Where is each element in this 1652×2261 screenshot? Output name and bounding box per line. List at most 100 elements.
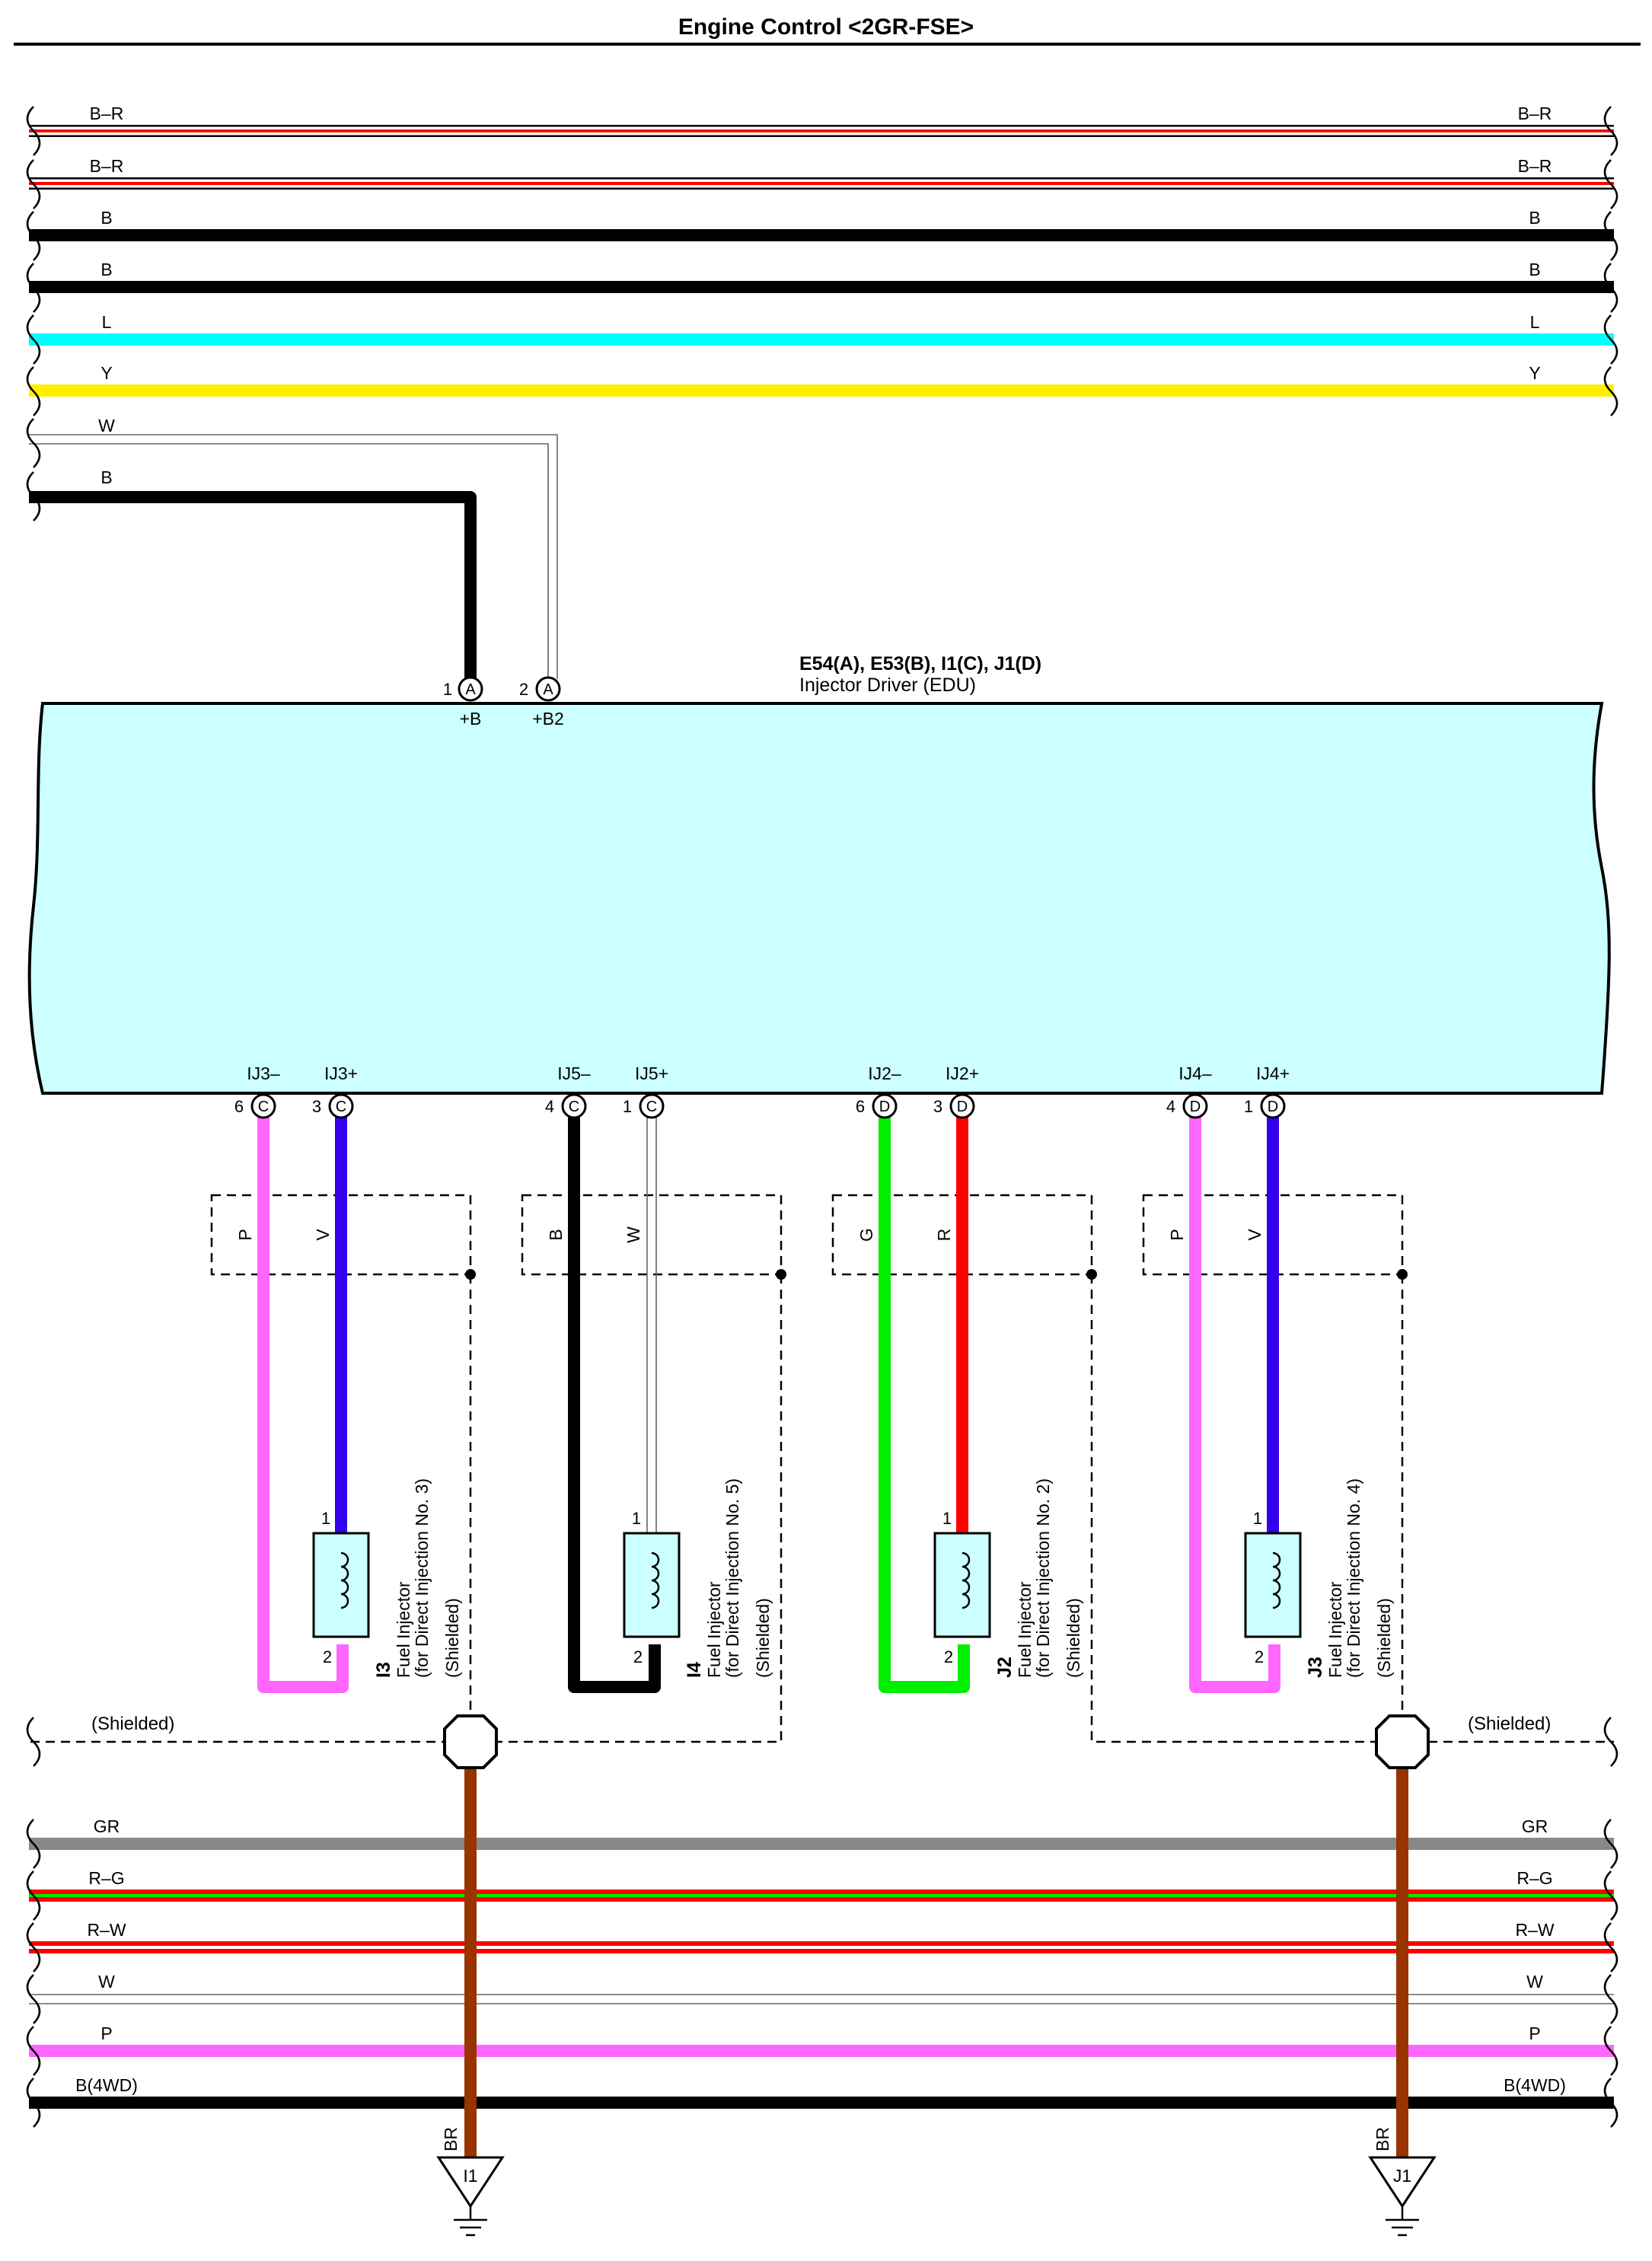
bottom-wire-label-right: W bbox=[1526, 1972, 1543, 1992]
wire-color-label: R bbox=[934, 1229, 954, 1242]
top-wire-label-right: B bbox=[1529, 260, 1540, 279]
pin-signal: IJ2+ bbox=[946, 1064, 979, 1083]
break-marks-left bbox=[26, 106, 41, 521]
injector-i3: P V 1 2 I3 Fuel Injector (for Direct Inj… bbox=[210, 1108, 476, 1693]
bottom-wire-label-left: B(4WD) bbox=[75, 2075, 138, 2095]
pin-signal: +B bbox=[460, 709, 482, 729]
pin-number: 6 bbox=[234, 1097, 244, 1116]
edu-pin-ij4-minus: D 4 IJ4– bbox=[1166, 1064, 1212, 1119]
injector-name: Fuel Injector bbox=[1325, 1581, 1345, 1678]
pin-letter: C bbox=[336, 1099, 346, 1115]
injector-id: I4 bbox=[684, 1662, 705, 1678]
bottom-wire-label-left: GR bbox=[94, 1816, 120, 1836]
injector-shield-note: (Shielded) bbox=[442, 1598, 462, 1678]
top-wire-label-right: B–R bbox=[1518, 104, 1552, 123]
top-wire-label-left: B bbox=[100, 260, 112, 279]
wire-color-label: B bbox=[546, 1229, 566, 1240]
top-wire-label-right: B–R bbox=[1518, 156, 1552, 176]
coil-pin-bottom: 2 bbox=[944, 1647, 953, 1666]
ground-j1: BR J1 bbox=[1368, 1714, 1437, 2237]
wire-color-label: V bbox=[1245, 1229, 1265, 1241]
bottom-wire-label-right: B(4WD) bbox=[1504, 2075, 1566, 2095]
ground-wire-label: BR bbox=[441, 2127, 461, 2151]
injector-id: J3 bbox=[1305, 1657, 1326, 1678]
bottom-wire-label-right: P bbox=[1529, 2023, 1540, 2043]
injector-coil-box bbox=[623, 1532, 681, 1638]
bottom-wire-label-left: W bbox=[98, 1972, 115, 1992]
bottom-wire-3: W W bbox=[29, 1972, 1614, 2004]
pin-letter: A bbox=[465, 681, 476, 698]
ground-id: J1 bbox=[1393, 2166, 1411, 2186]
injector-coil-box bbox=[312, 1532, 370, 1638]
coil-pin-top: 1 bbox=[942, 1509, 952, 1528]
wire-color-label: P bbox=[1167, 1229, 1187, 1240]
edu-pin-ij2-minus: D 6 IJ2– bbox=[856, 1064, 901, 1119]
top-wire-2: B B bbox=[29, 208, 1614, 241]
edu-connector-id: E54(A), E53(B), I1(C), J1(D) bbox=[799, 653, 1041, 674]
page-title: Engine Control <2GR-FSE> bbox=[678, 14, 974, 40]
pin-signal: IJ4+ bbox=[1256, 1064, 1290, 1083]
injector-desc: (for Direct Injection No. 2) bbox=[1033, 1478, 1053, 1678]
injector-name: Fuel Injector bbox=[394, 1581, 413, 1678]
pin-number: 1 bbox=[623, 1097, 632, 1116]
pin-letter: D bbox=[957, 1099, 968, 1115]
edu-pin-plus-b2: A 2 +B2 bbox=[519, 676, 564, 729]
injector-coil-box bbox=[1244, 1532, 1302, 1638]
top-wire-label-left: Y bbox=[100, 363, 112, 383]
edu-name: Injector Driver (EDU) bbox=[799, 674, 976, 696]
top-wire-label-left: B–R bbox=[90, 104, 124, 123]
ground-id: I1 bbox=[463, 2166, 477, 2186]
pin-signal: IJ4– bbox=[1178, 1064, 1212, 1083]
bottom-wire-1: R–G R–G bbox=[29, 1868, 1614, 1902]
break-mark bbox=[26, 1717, 41, 1767]
injector-desc: (for Direct Injection No. 5) bbox=[722, 1478, 742, 1678]
injector-desc: (for Direct Injection No. 4) bbox=[1344, 1478, 1363, 1678]
wire-color-label: V bbox=[313, 1229, 333, 1241]
coil-pin-bottom: 2 bbox=[633, 1647, 643, 1666]
coil-pin-bottom: 2 bbox=[323, 1647, 332, 1666]
break-marks-bottom bbox=[26, 1819, 1619, 2128]
top-wire-label-right: Y bbox=[1529, 363, 1540, 383]
ground-i1: BR I1 bbox=[436, 1714, 505, 2237]
shield-drain-lines bbox=[30, 1274, 1614, 1743]
pin-signal: IJ3+ bbox=[324, 1064, 358, 1083]
injector-shield-note: (Shielded) bbox=[1374, 1598, 1394, 1678]
injector-name: Fuel Injector bbox=[704, 1581, 724, 1678]
coil-pin-top: 1 bbox=[632, 1509, 641, 1528]
ground-wire-label: BR bbox=[1373, 2127, 1392, 2151]
branch-wire-b: B bbox=[29, 467, 477, 679]
injector-shield-note: (Shielded) bbox=[1064, 1598, 1083, 1678]
injector-j2: G R 1 2 J2 Fuel Injector (for Direct Inj… bbox=[831, 1108, 1097, 1693]
bottom-wire-label-left: R–W bbox=[87, 1920, 126, 1940]
top-wire-label-left: B bbox=[100, 208, 112, 228]
pin-letter: A bbox=[543, 681, 553, 698]
injector-id: J2 bbox=[994, 1657, 1016, 1678]
pin-number: 3 bbox=[933, 1097, 942, 1116]
top-wire-label-right: L bbox=[1530, 312, 1540, 332]
top-wire-0: B–R B–R bbox=[29, 104, 1614, 137]
top-wire-label-left: L bbox=[102, 312, 112, 332]
shield-label-left: (Shielded) bbox=[91, 1714, 174, 1734]
pin-signal: IJ2– bbox=[868, 1064, 901, 1083]
wire-color-label: P bbox=[235, 1229, 255, 1240]
pin-letter: D bbox=[879, 1099, 890, 1115]
top-wire-3: B B bbox=[29, 260, 1614, 293]
pin-letter: D bbox=[1268, 1099, 1278, 1115]
bottom-wire-label-right: R–W bbox=[1515, 1920, 1554, 1940]
pin-signal: IJ3– bbox=[247, 1064, 280, 1083]
shield-label-right: (Shielded) bbox=[1468, 1714, 1551, 1734]
pin-letter: D bbox=[1190, 1099, 1201, 1115]
pin-number: 2 bbox=[519, 680, 528, 699]
break-marks-right bbox=[1603, 106, 1619, 416]
break-mark bbox=[1603, 1717, 1619, 1767]
pin-number: 6 bbox=[856, 1097, 865, 1116]
coil-pin-top: 1 bbox=[321, 1509, 330, 1528]
edu-pin-ij3-plus: C 3 IJ3+ bbox=[312, 1064, 358, 1119]
injector-desc: (for Direct Injection No. 3) bbox=[412, 1478, 432, 1678]
pin-number: 1 bbox=[443, 680, 452, 699]
branch-wire-label: W bbox=[98, 416, 115, 435]
wire-color-label: G bbox=[856, 1228, 876, 1242]
top-wire-label-left: B–R bbox=[90, 156, 124, 176]
edu-pin-ij5-plus: C 1 IJ5+ bbox=[623, 1064, 668, 1119]
